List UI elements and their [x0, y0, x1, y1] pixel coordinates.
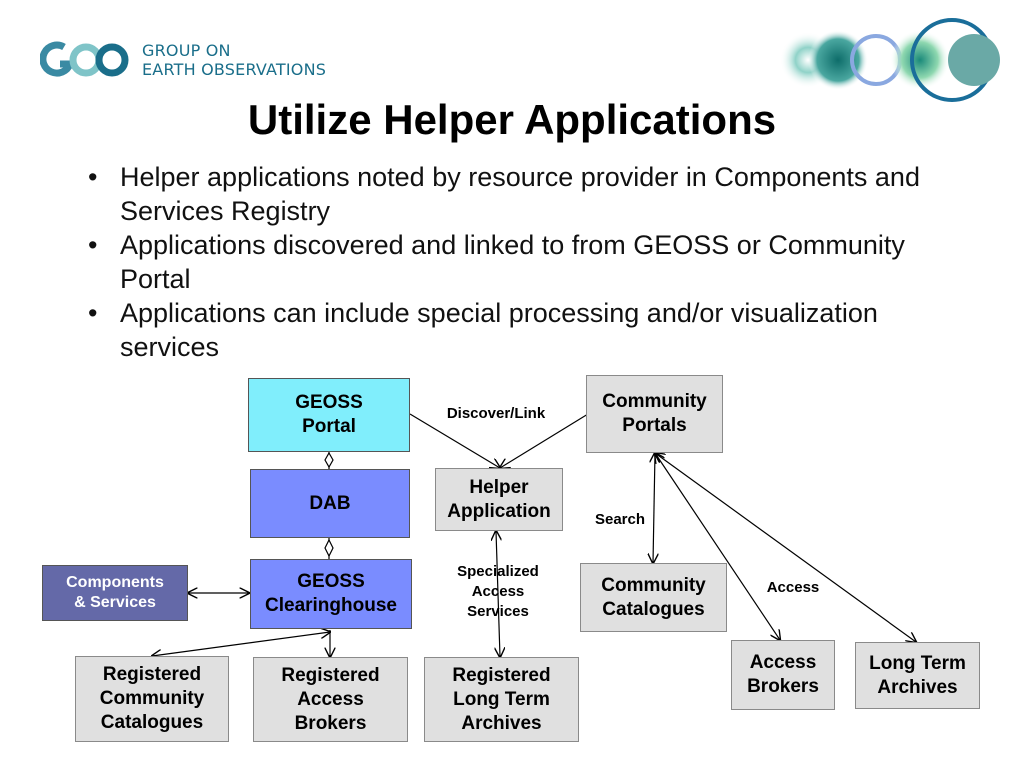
- logo-line-1: GROUP ON: [142, 41, 231, 60]
- diamond-dab-clearinghouse: [324, 538, 334, 558]
- dab-box: DAB: [250, 469, 410, 538]
- long-term-archives-box: Long Term Archives: [855, 642, 980, 709]
- logo-text: GROUP ON EARTH OBSERVATIONS: [142, 41, 326, 79]
- geo-logo: GROUP ON EARTH OBSERVATIONS: [40, 38, 326, 82]
- bullet-list: Helper applications noted by resource pr…: [88, 160, 968, 364]
- community-catalogues-box: Community Catalogues: [580, 563, 727, 632]
- access-label: Access: [766, 579, 820, 596]
- geoss-portal-box: GEOSS Portal: [248, 378, 410, 452]
- geoss-clearinghouse-box: GEOSS Clearinghouse: [250, 559, 412, 629]
- connector-portals-catalogues: [653, 453, 655, 563]
- registered-access-brokers-box: Registered Access Brokers: [253, 657, 408, 742]
- diamond-portal-dab: [324, 451, 334, 469]
- specialized-access-services-label: Specialized Access Services: [457, 563, 539, 620]
- connector-helper-regarchives: [496, 531, 500, 657]
- bullet-item: Applications can include special process…: [88, 296, 968, 364]
- bullet-item: Applications discovered and linked to fr…: [88, 228, 968, 296]
- connector-portals-archives: [655, 453, 916, 642]
- community-portals-box: Community Portals: [586, 375, 723, 453]
- logo-line-2: EARTH OBSERVATIONS: [142, 60, 327, 79]
- bullet-item: Helper applications noted by resource pr…: [88, 160, 968, 228]
- slide-title: Utilize Helper Applications: [247, 96, 777, 143]
- components-services-box: Components & Services: [42, 565, 188, 621]
- helper-application-box: Helper Application: [435, 468, 563, 531]
- connector-portal-helper: [409, 413, 500, 468]
- access-brokers-box: Access Brokers: [731, 640, 835, 710]
- discover-link-label: Discover/Link: [446, 405, 546, 422]
- registered-community-catalogues-box: Registered Community Catalogues: [75, 656, 229, 742]
- geo-logo-icon: [40, 41, 129, 77]
- search-label: Search: [594, 511, 646, 528]
- connector-clearinghouse-regcatalogues: [152, 632, 330, 656]
- decorative-circles: [780, 18, 1000, 102]
- registered-long-term-archives-box: Registered Long Term Archives: [424, 657, 579, 742]
- connector-community-helper: [500, 413, 589, 468]
